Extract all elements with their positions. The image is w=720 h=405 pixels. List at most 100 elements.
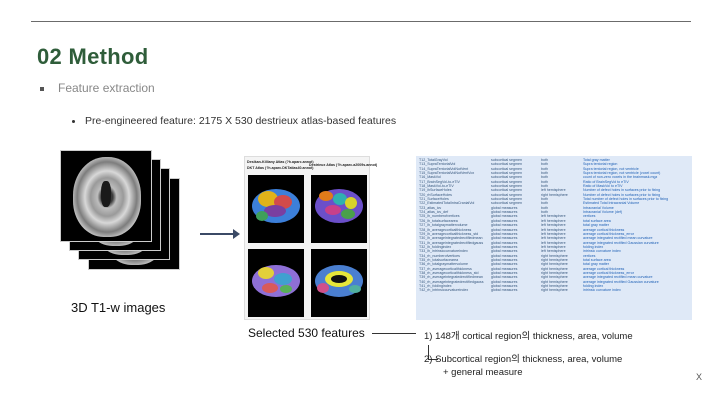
table-cell: T13_SupraTentorialVol (419, 162, 456, 167)
table-cell: T15_SupraTentorialVolNotVentVox (419, 171, 475, 176)
feature-group-subcortical-line2: + general measure (443, 367, 523, 378)
table-cell: global measures (491, 249, 518, 254)
table-cell: global measures (491, 257, 518, 262)
table-cell: T41_rh_foldingindex (419, 283, 452, 288)
table-cell: global measures (491, 275, 518, 280)
table-cell: both (541, 179, 548, 184)
main-bullet-text: Feature extraction (58, 81, 155, 95)
table-cell: left hemisphere (541, 249, 566, 254)
table-cell: Supra tentorial region (583, 162, 618, 167)
table-cell: global measures (491, 231, 518, 236)
table-cell: subcortical segmen (491, 162, 522, 167)
destrieux-atlas-medial-image (311, 249, 367, 317)
table-row: T29_lh_averagecorticalthickness_std globa… (419, 232, 689, 236)
features-caption: Selected 530 features (248, 326, 365, 340)
table-cell: right hemisphere (541, 266, 568, 271)
table-cell: total gray matter (583, 223, 609, 228)
table-cell: average cortical thickness (583, 266, 625, 271)
square-bullet-icon (40, 86, 44, 91)
table-cell: global measures (491, 262, 518, 267)
sub-bullet: Pre-engineered feature: 2175 X 530 destr… (72, 115, 396, 127)
feature-group-subcortical-line1: 2) Subcortical region의 thickness, area, … (424, 354, 623, 365)
table-cell: folding index (583, 283, 604, 288)
mri-slice-front (60, 150, 152, 242)
table-cell: both (541, 210, 548, 215)
table-cell: intrinsic curvature index (583, 288, 621, 293)
main-bullet: Feature extraction (40, 81, 155, 95)
table-cell: global measures (491, 205, 518, 210)
table-cell: T36_rh_totalgraymattervolume (419, 262, 468, 267)
table-cell: T37_rh_averagecorticalthickness (419, 266, 472, 271)
table-cell: subcortical segmen (491, 166, 522, 171)
dk-atlas-lateral-image (248, 175, 304, 243)
table-cell: both (541, 171, 548, 176)
table-cell: T14_SupraTentorialVolNotVent (419, 166, 469, 171)
table-cell: vertices (583, 214, 596, 219)
table-row: T13_SupraTentorialVol subcortical segmen b… (419, 162, 689, 166)
table-cell: average cortical thickness_error (583, 270, 634, 275)
arrow-right-icon (200, 229, 240, 239)
table-cell: both (541, 205, 548, 210)
feature-group-cortical: 1) 148개 cortical region의 thickness, area… (424, 331, 633, 342)
table-cell: T17_BrainSegVol-to-eTIV (419, 179, 460, 184)
table-cell: right hemisphere (541, 257, 568, 262)
table-cell: global measures (491, 244, 518, 249)
table-cell: right hemisphere (541, 270, 568, 275)
table-cell: total surface area (583, 218, 611, 223)
atlas-caption-dk: Desikan-Killiany Atlas (?h.aparc.annot) (247, 160, 314, 164)
table-cell: T35_rh_totalsurfacearea (419, 257, 459, 262)
table-cell: left hemisphere (541, 218, 566, 223)
table-cell: intrinsic curvature index (583, 249, 621, 254)
table-cell: T21_SurfaceHoles (419, 197, 449, 202)
table-row: T35_rh_totalsurfacearea global measures ri… (419, 258, 689, 262)
table-cell: right hemisphere (541, 275, 568, 280)
table-cell: both (541, 162, 548, 167)
table-cell: subcortical segmen (491, 158, 522, 162)
table-cell: T16_MaskVol (419, 175, 441, 180)
table-cell: T23_atlas_icv (419, 205, 442, 210)
table-cell: Supra tentorial region, not ventricle (583, 166, 639, 171)
table-cell: Supra tentorial region, not ventricle (v… (583, 171, 661, 176)
table-cell: subcortical segmen (491, 184, 522, 189)
connector-vertical (428, 345, 429, 359)
table-cell: global measures (491, 240, 518, 245)
table-cell: global measures (491, 210, 518, 215)
table-cell: global measures (491, 236, 518, 241)
table-cell: total gray matter (583, 262, 609, 267)
table-cell: T38_rh_averagecorticalthickness_std (419, 270, 479, 275)
atlas-caption-dkt: DKT Atlas (?h.aparc.DKTatlas40.annot) (247, 166, 314, 170)
table-cell: global measures (491, 253, 518, 258)
table-cell: T42_rh_intrinsiccurvatureindex (419, 288, 469, 293)
table-cell: left hemisphere (541, 227, 566, 232)
table-cell: T29_lh_averagecorticalthickness_std (419, 231, 479, 236)
table-cell: left hemisphere (541, 240, 566, 245)
table-cell: Ratio of MaskVol to eTIV (583, 184, 623, 189)
table-cell: count of non-zero voxels in the brainmas… (583, 175, 658, 180)
table-cell: average cortical thickness_error (583, 231, 634, 236)
connector-horizontal (428, 359, 438, 360)
table-cell: average cortical thickness (583, 227, 625, 232)
table-cell: T32_lh_foldingindex (419, 244, 452, 249)
close-icon[interactable]: X (696, 372, 703, 382)
table-cell: right hemisphere (541, 262, 568, 267)
table-cell: left hemisphere (541, 236, 566, 241)
table-cell: left hemisphere (541, 214, 566, 219)
dot-bullet-icon (72, 119, 75, 123)
table-cell: right hemisphere (541, 279, 568, 284)
